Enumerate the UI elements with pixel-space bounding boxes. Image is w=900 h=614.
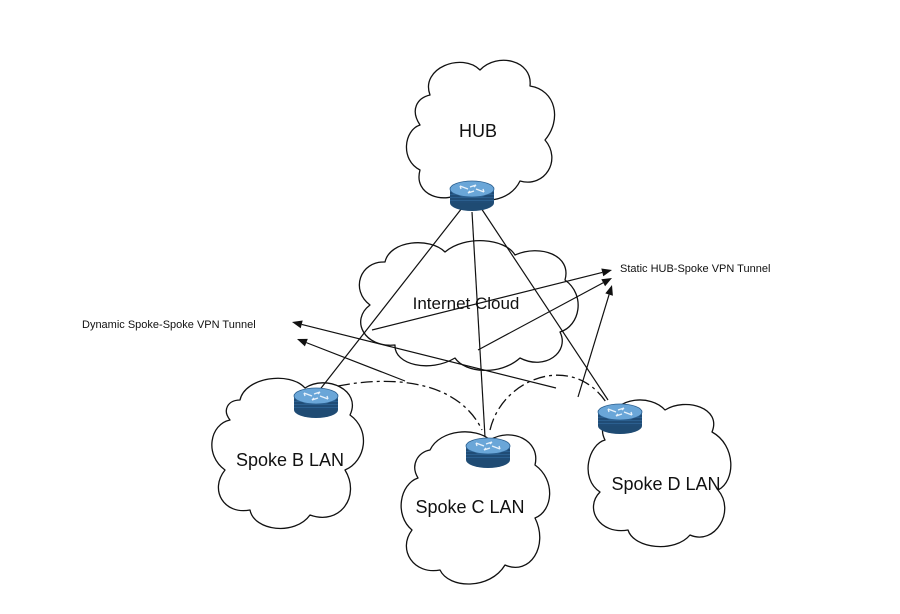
dynamic-arrow-1-line	[301, 323, 557, 389]
spoke-d-cloud	[587, 399, 732, 548]
static-arrow-3-head	[605, 285, 613, 296]
spoke-d-router-icon	[597, 403, 643, 435]
pointer-arrows	[292, 268, 613, 398]
hub-label: HUB	[459, 121, 497, 141]
static-arrow-1-head	[601, 268, 612, 277]
spoke-b-to-c-tunnel	[337, 380, 483, 431]
dynamic-arrow-2-line	[306, 342, 406, 382]
static-arrow-2-head	[601, 278, 612, 287]
hub-to-spoke-c-link	[471, 211, 486, 438]
spoke-b-router-icon	[293, 387, 339, 419]
spoke-d-label: Spoke D LAN	[611, 474, 720, 494]
dynamic-arrow-1-head	[292, 320, 303, 329]
spoke-b-label: Spoke B LAN	[236, 450, 344, 470]
static-arrow-2-line	[477, 282, 604, 351]
spoke-c-to-d-tunnel	[489, 374, 607, 431]
spoke-c-router-icon	[465, 437, 511, 469]
hub-cloud	[405, 59, 556, 201]
static-arrow-1-line	[371, 271, 603, 331]
static-tunnel-legend: Static HUB-Spoke VPN Tunnel	[620, 263, 770, 275]
internet-cloud-label: Internet Cloud	[413, 294, 520, 313]
dynamic-arrow-2-head	[297, 338, 308, 347]
hub-to-spoke-b-link	[317, 207, 463, 393]
static-arrow-3-line	[577, 294, 610, 398]
hub-router-icon	[449, 180, 495, 212]
spoke-c-label: Spoke C LAN	[415, 497, 524, 517]
spoke-c-cloud	[400, 431, 551, 585]
dynamic-tunnel-legend: Dynamic Spoke-Spoke VPN Tunnel	[82, 319, 256, 331]
